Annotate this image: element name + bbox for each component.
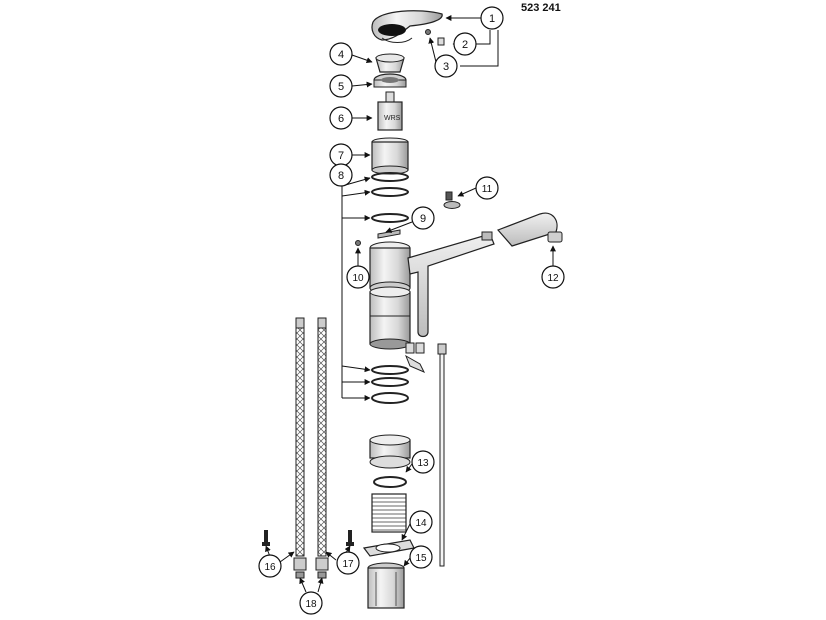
part-screw-cap bbox=[425, 29, 431, 35]
part-set-screw bbox=[437, 37, 445, 46]
callout-11-label: 11 bbox=[482, 184, 493, 195]
callout-4-label: 4 bbox=[338, 49, 344, 61]
part-o-rings-lower bbox=[371, 365, 409, 404]
callout-17: 17 bbox=[336, 551, 360, 575]
part-flex-hoses bbox=[295, 317, 327, 557]
part-threaded-shank bbox=[369, 434, 411, 469]
callout-8: 8 bbox=[329, 163, 353, 187]
svg-text:WRS: WRS bbox=[384, 115, 401, 122]
callout-7-label: 7 bbox=[338, 150, 344, 162]
part-hose-nuts bbox=[293, 557, 329, 579]
callout-18-label: 18 bbox=[305, 599, 317, 610]
callout-6: 6 bbox=[329, 106, 353, 130]
callout-14: 14 bbox=[409, 510, 433, 534]
callout-13: 13 bbox=[411, 450, 435, 474]
part-valve-body bbox=[369, 286, 426, 373]
callout-5-label: 5 bbox=[338, 81, 344, 93]
callout-11: 11 bbox=[475, 176, 499, 200]
part-number: 523 241 bbox=[521, 2, 561, 14]
part-cartridge: WRS bbox=[377, 91, 403, 131]
callout-5: 5 bbox=[329, 74, 353, 98]
callout-16-label: 16 bbox=[264, 562, 276, 573]
callout-9: 9 bbox=[411, 206, 435, 230]
callout-3: 3 bbox=[434, 54, 458, 78]
callout-12-label: 12 bbox=[547, 273, 559, 284]
part-mounting-mesh bbox=[371, 493, 407, 533]
callout-1-label: 1 bbox=[489, 13, 495, 25]
callout-10-label: 10 bbox=[352, 273, 364, 284]
callout-14-label: 14 bbox=[415, 518, 427, 529]
callout-4: 4 bbox=[329, 42, 353, 66]
part-o-rings-upper bbox=[371, 172, 409, 223]
callout-2-label: 2 bbox=[462, 39, 468, 51]
callout-17-label: 17 bbox=[342, 559, 354, 570]
callout-8-label: 8 bbox=[338, 170, 344, 182]
callout-2: 2 bbox=[453, 32, 477, 56]
part-sleeve bbox=[371, 137, 409, 175]
callout-10: 10 bbox=[346, 265, 370, 289]
part-lever-handle bbox=[371, 10, 443, 43]
part-grub-screw bbox=[355, 240, 361, 246]
callout-15-label: 15 bbox=[415, 553, 427, 564]
callout-12: 12 bbox=[541, 265, 565, 289]
part-spring-clip bbox=[377, 229, 401, 239]
callout-13-label: 13 bbox=[417, 458, 429, 469]
callout-7: 7 bbox=[329, 143, 353, 167]
part-pull-out-spray bbox=[481, 212, 563, 247]
part-fixing-nut bbox=[367, 562, 405, 609]
part-aerator-screw bbox=[443, 191, 461, 209]
callout-3-label: 3 bbox=[443, 61, 449, 73]
part-hose bbox=[437, 343, 447, 567]
part-spout-body bbox=[369, 233, 495, 338]
part-clamp-nut bbox=[373, 73, 407, 88]
callout-18: 18 bbox=[299, 591, 323, 615]
callout-16: 16 bbox=[258, 554, 282, 578]
callout-1: 1 bbox=[480, 6, 504, 30]
callout-6-label: 6 bbox=[338, 113, 344, 125]
part-cover-cap bbox=[375, 53, 405, 73]
part-washer bbox=[373, 476, 407, 488]
callout-9-label: 9 bbox=[420, 213, 426, 225]
part-mounting-plate bbox=[362, 539, 415, 557]
part-hose-screws bbox=[262, 530, 354, 546]
callout-15: 15 bbox=[409, 545, 433, 569]
